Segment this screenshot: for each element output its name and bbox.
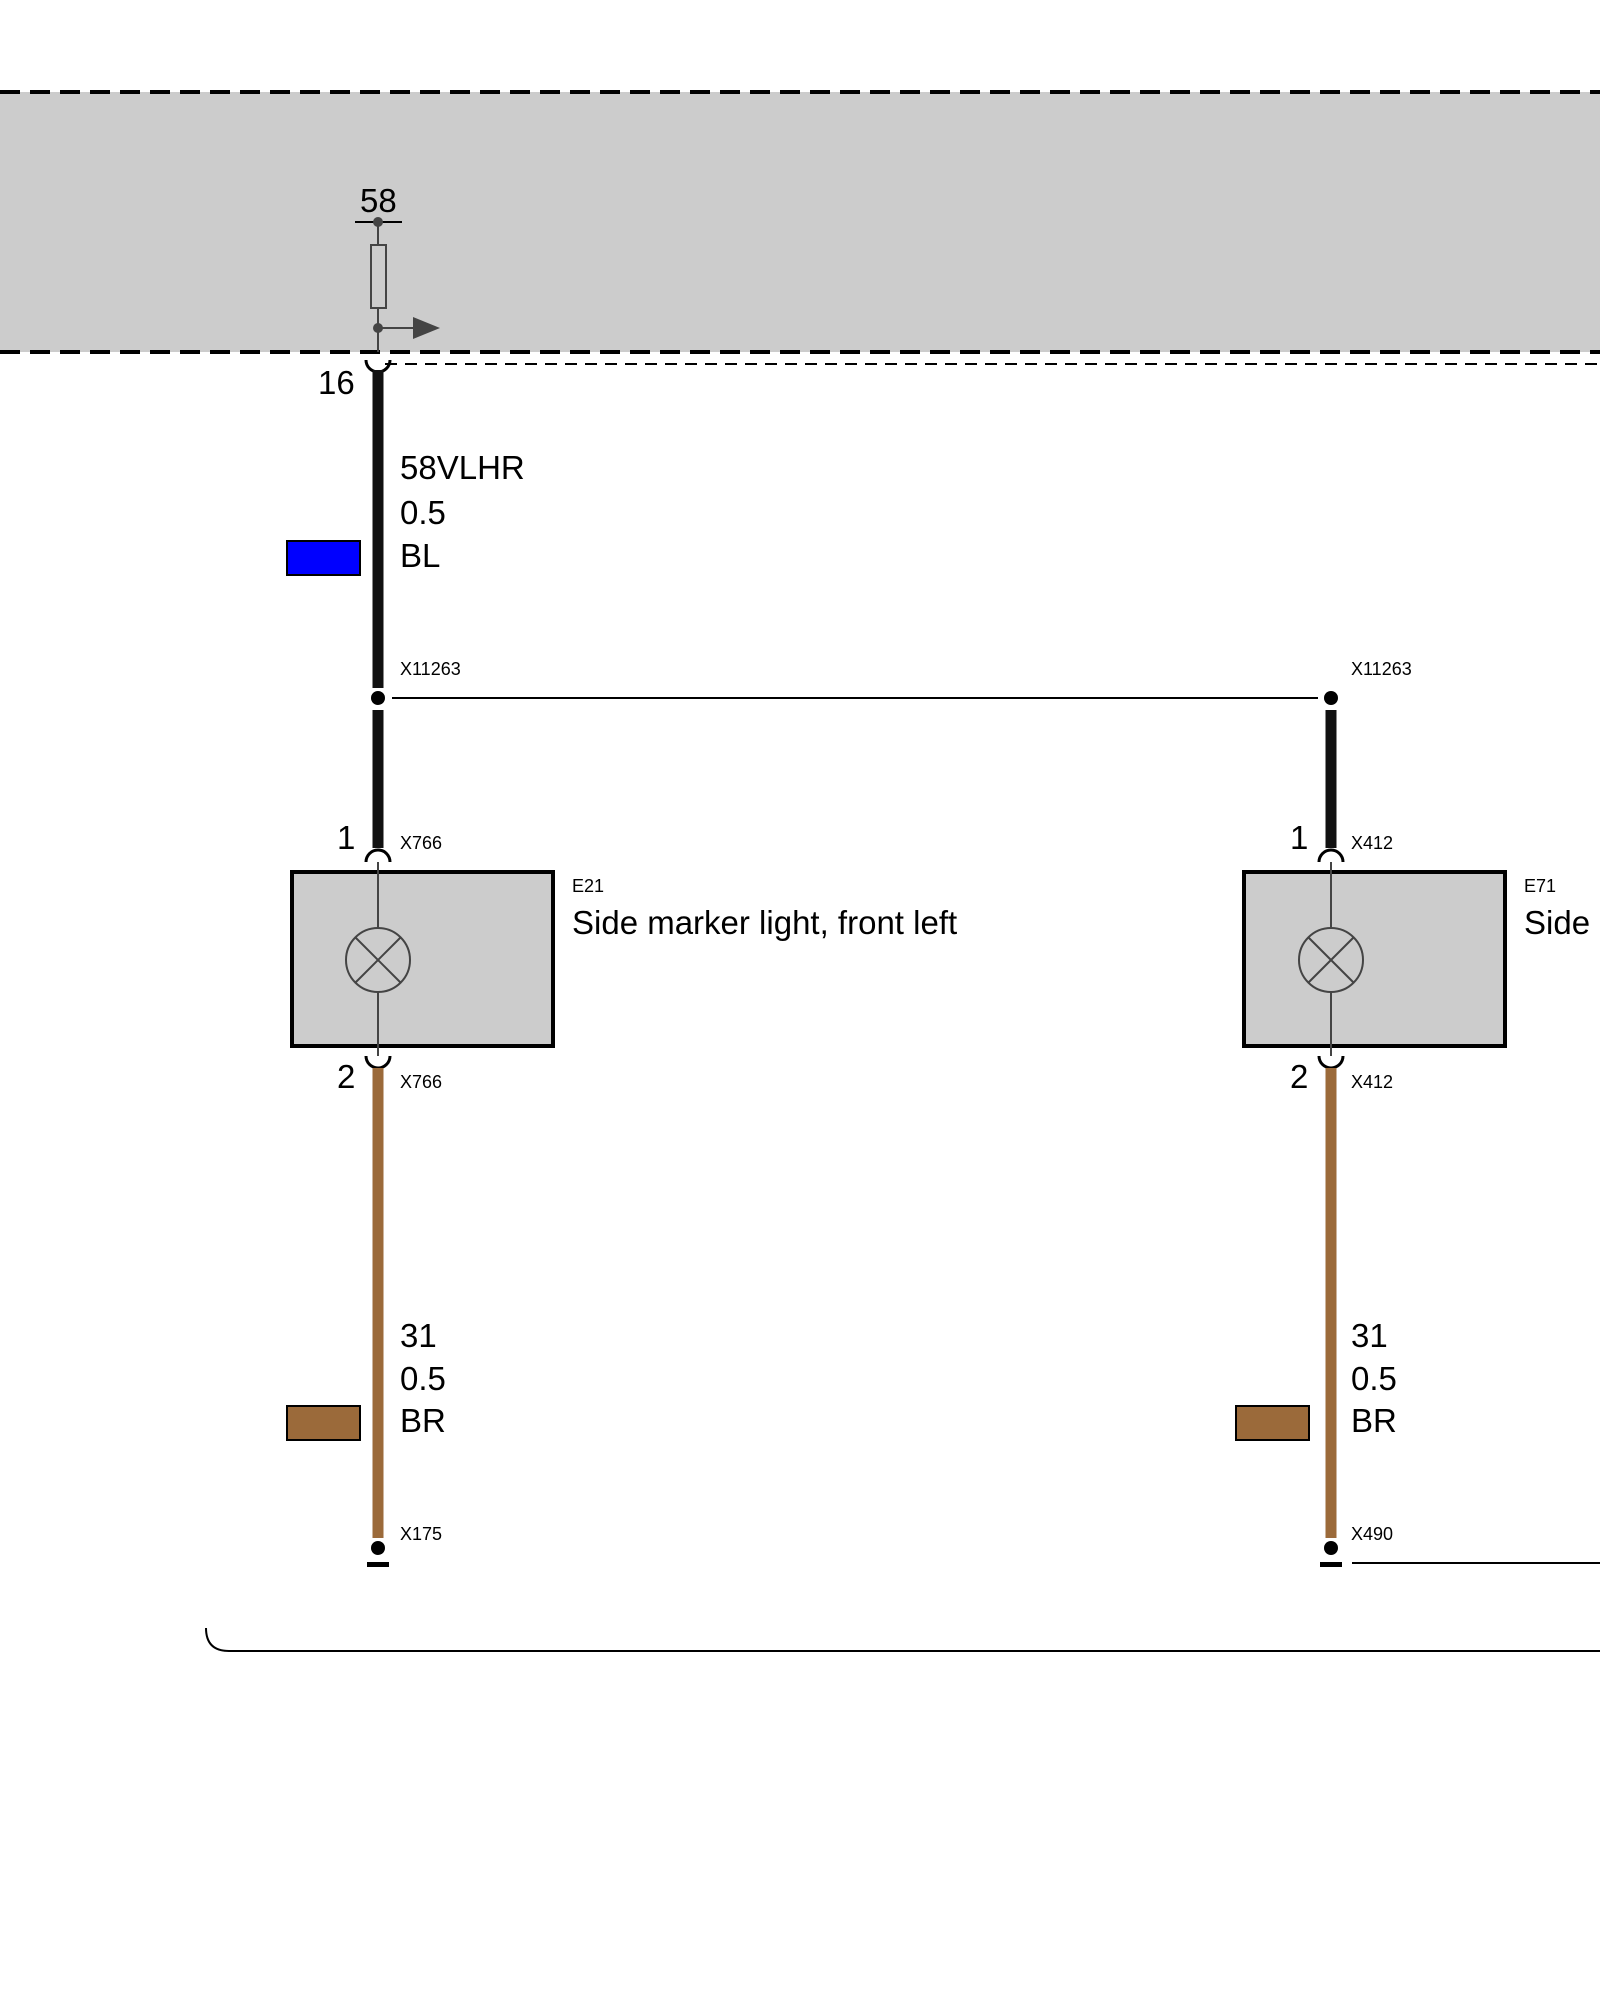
e21-id: E21 — [572, 876, 604, 896]
terminal-58-label: 58 — [360, 182, 397, 219]
e21-name: Side marker light, front left — [572, 904, 957, 941]
e21-box — [290, 870, 555, 1048]
ground-right-node — [1324, 1541, 1338, 1555]
e71-id: E71 — [1524, 876, 1556, 896]
wire-31-right-gauge: 0.5 — [1351, 1360, 1397, 1397]
wire-color-swatch-brown-left — [286, 1405, 361, 1441]
splice-label-left: X11263 — [400, 659, 461, 679]
ground-left-node — [371, 1541, 385, 1555]
e71-connector-arc-top — [1317, 848, 1345, 863]
wire-color-swatch-brown-right — [1235, 1405, 1310, 1441]
splice-label-right: X11263 — [1351, 659, 1412, 679]
e21-pin-bottom: 2 — [337, 1058, 355, 1095]
pin-16-label: 16 — [318, 364, 355, 401]
ground-left-label: X175 — [400, 1524, 442, 1544]
e21-connector-arc-bottom — [364, 1055, 392, 1070]
e71-connector-arc-bottom — [1317, 1055, 1345, 1070]
e71-name: Side — [1524, 904, 1590, 941]
e21-connector-top: X766 — [400, 833, 442, 853]
ground-right-label: X490 — [1351, 1524, 1393, 1544]
e71-pin-top: 1 — [1290, 819, 1308, 856]
arrow-head-icon — [413, 317, 440, 339]
wire-58vlhr-gauge: 0.5 — [400, 494, 446, 531]
splice-node-right — [1324, 691, 1338, 705]
wire-31-right-signal: 31 — [1351, 1317, 1388, 1354]
wire-58vlhr-color: BL — [400, 537, 440, 574]
wire-31-left-color: BR — [400, 1402, 446, 1439]
e71-connector-top: X412 — [1351, 833, 1393, 853]
e21-connector-arc-top — [364, 848, 392, 863]
e71-lamp-cross-2 — [1307, 936, 1355, 984]
control-unit-box — [0, 92, 1600, 352]
ground-right-icon — [1320, 1562, 1342, 1567]
wire-31-left-signal: 31 — [400, 1317, 437, 1354]
splice-node-left — [371, 691, 385, 705]
e71-connector-bottom: X412 — [1351, 1072, 1393, 1092]
e21-lamp-cross-2 — [354, 936, 402, 984]
e21-connector-bottom: X766 — [400, 1072, 442, 1092]
e71-pin-bottom: 2 — [1290, 1058, 1308, 1095]
wire-31-right-color: BR — [1351, 1402, 1397, 1439]
ground-left-icon — [367, 1562, 389, 1567]
wire-color-swatch-blue — [286, 540, 361, 576]
e71-box — [1242, 870, 1507, 1048]
grouping-bracket — [205, 1627, 1600, 1652]
wire-58vlhr-signal: 58VLHR — [400, 449, 525, 486]
e21-pin-top: 1 — [337, 819, 355, 856]
wire-31-left-gauge: 0.5 — [400, 1360, 446, 1397]
